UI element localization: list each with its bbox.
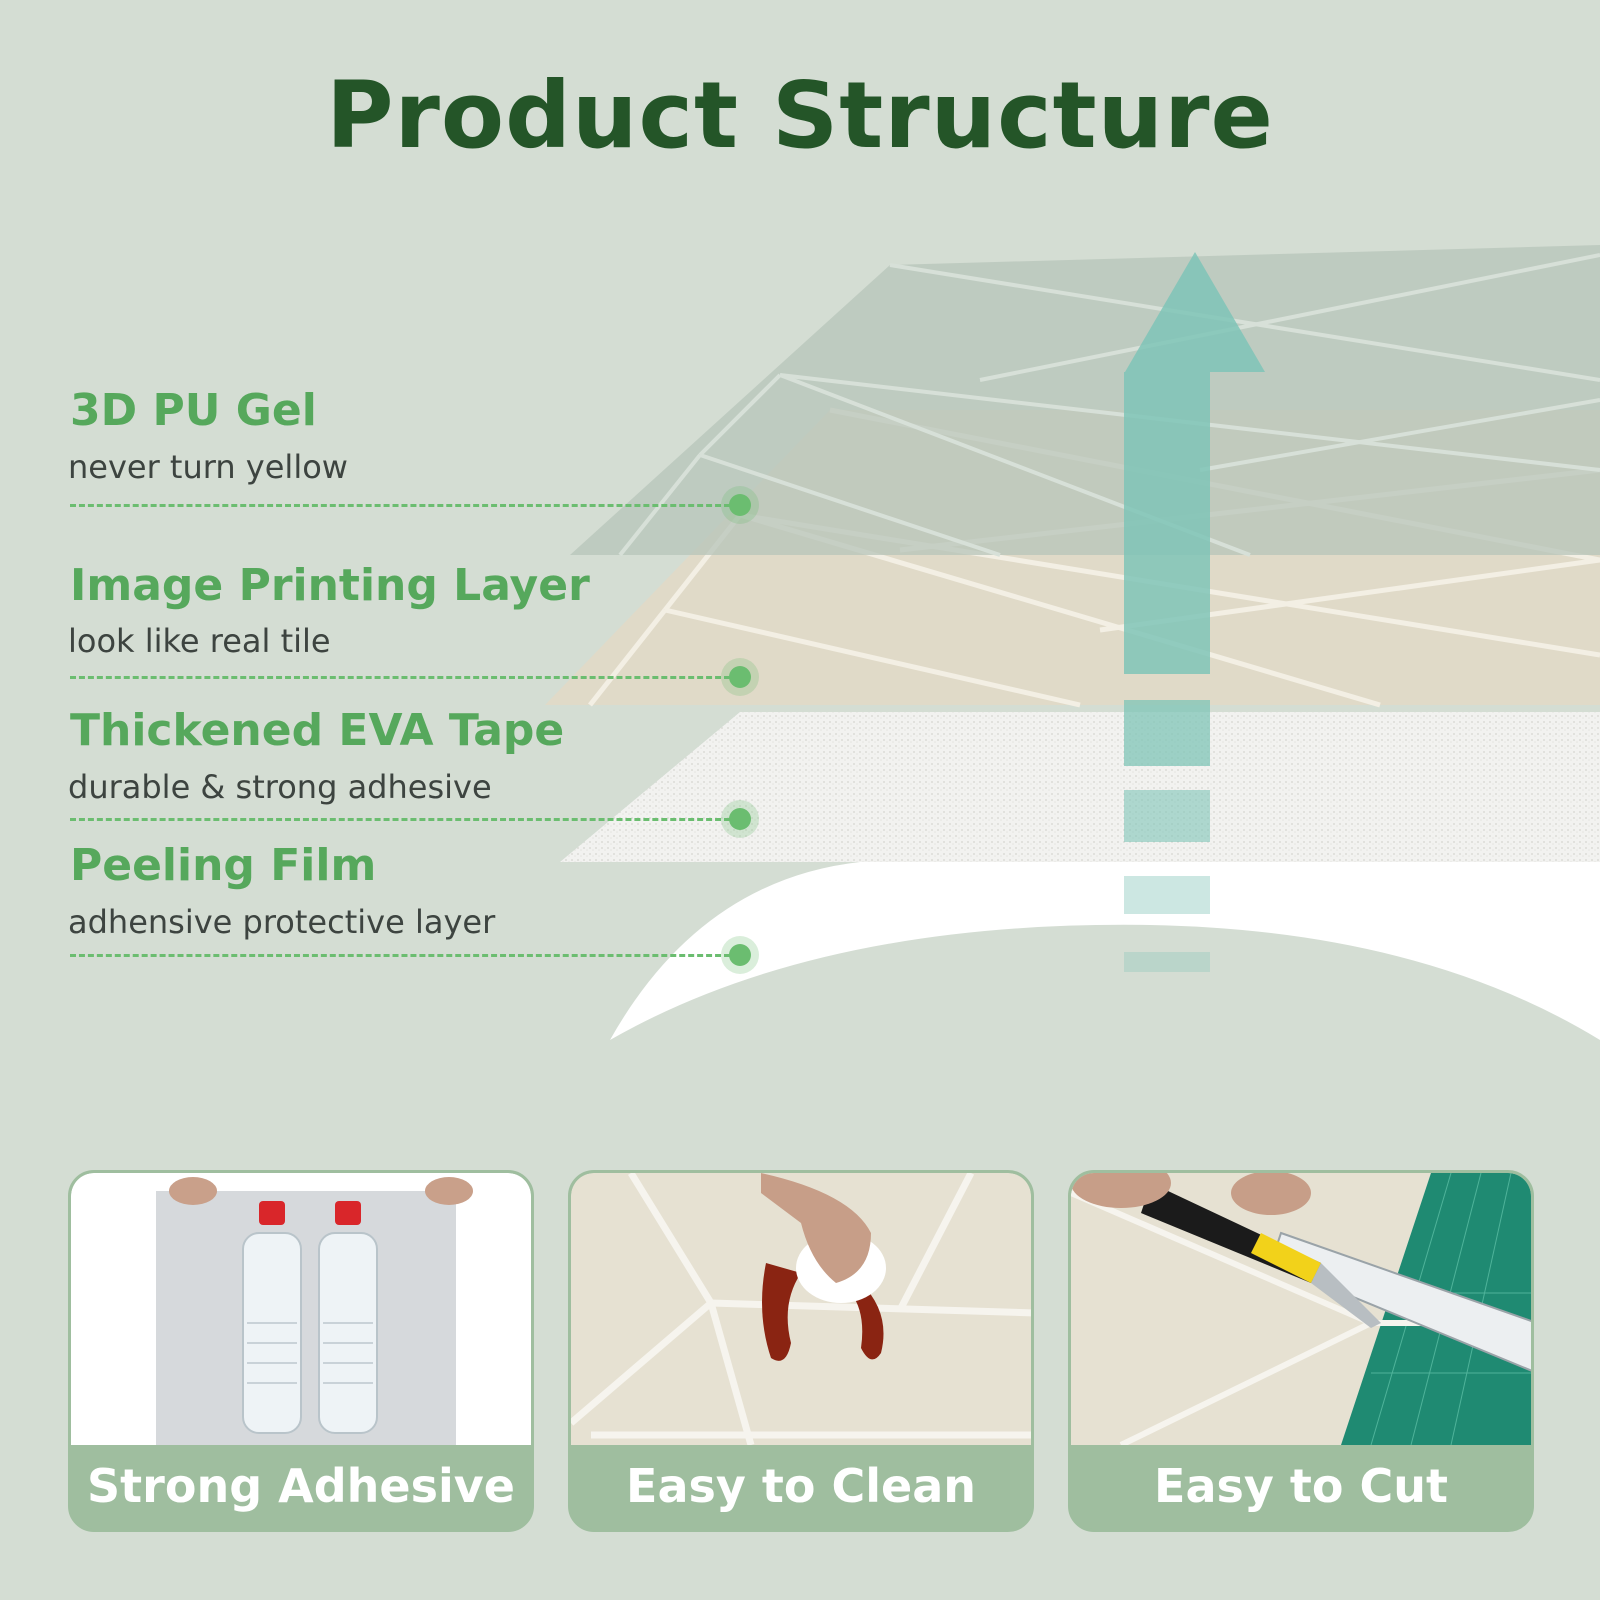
page-title: Product Structure	[326, 62, 1274, 169]
cutting-tile-photo	[1071, 1173, 1531, 1445]
leader-dot	[729, 808, 751, 830]
leader-line	[70, 818, 730, 821]
leader-line	[70, 504, 730, 507]
layer-label-peeling: Peeling Film	[70, 840, 377, 891]
pu-gel-layer	[570, 245, 1600, 557]
layer-desc-pu-gel: never turn yellow	[68, 448, 348, 486]
layer-desc-printing: look like real tile	[68, 622, 331, 660]
layer-desc-peeling: adhensive protective layer	[68, 903, 496, 941]
up-arrow-icon	[1124, 252, 1265, 972]
feature-card-easy-to-cut: Easy to Cut	[1068, 1170, 1534, 1532]
leader-dot	[729, 494, 751, 516]
leader-dot	[729, 666, 751, 688]
wiping-ketchup-photo	[571, 1173, 1031, 1445]
feature-caption: Easy to Cut	[1154, 1459, 1448, 1513]
feature-caption: Easy to Clean	[626, 1459, 976, 1513]
layer-stack-illustration	[545, 245, 1600, 1040]
layer-label-eva: Thickened EVA Tape	[70, 705, 565, 756]
layer-label-printing: Image Printing Layer	[70, 560, 590, 611]
leader-line	[70, 676, 730, 679]
peeling-film-layer	[610, 862, 1600, 1040]
bottles-on-tile-photo	[71, 1173, 531, 1445]
eva-tape-layer	[560, 712, 1600, 862]
feature-card-easy-to-clean: Easy to Clean	[568, 1170, 1034, 1532]
feature-caption: Strong Adhesive	[87, 1459, 515, 1513]
leader-dot	[729, 944, 751, 966]
leader-line	[70, 954, 730, 957]
feature-card-strong-adhesive: Strong Adhesive	[68, 1170, 534, 1532]
layer-label-pu-gel: 3D PU Gel	[70, 385, 317, 436]
layer-desc-eva: durable & strong adhesive	[68, 768, 492, 806]
